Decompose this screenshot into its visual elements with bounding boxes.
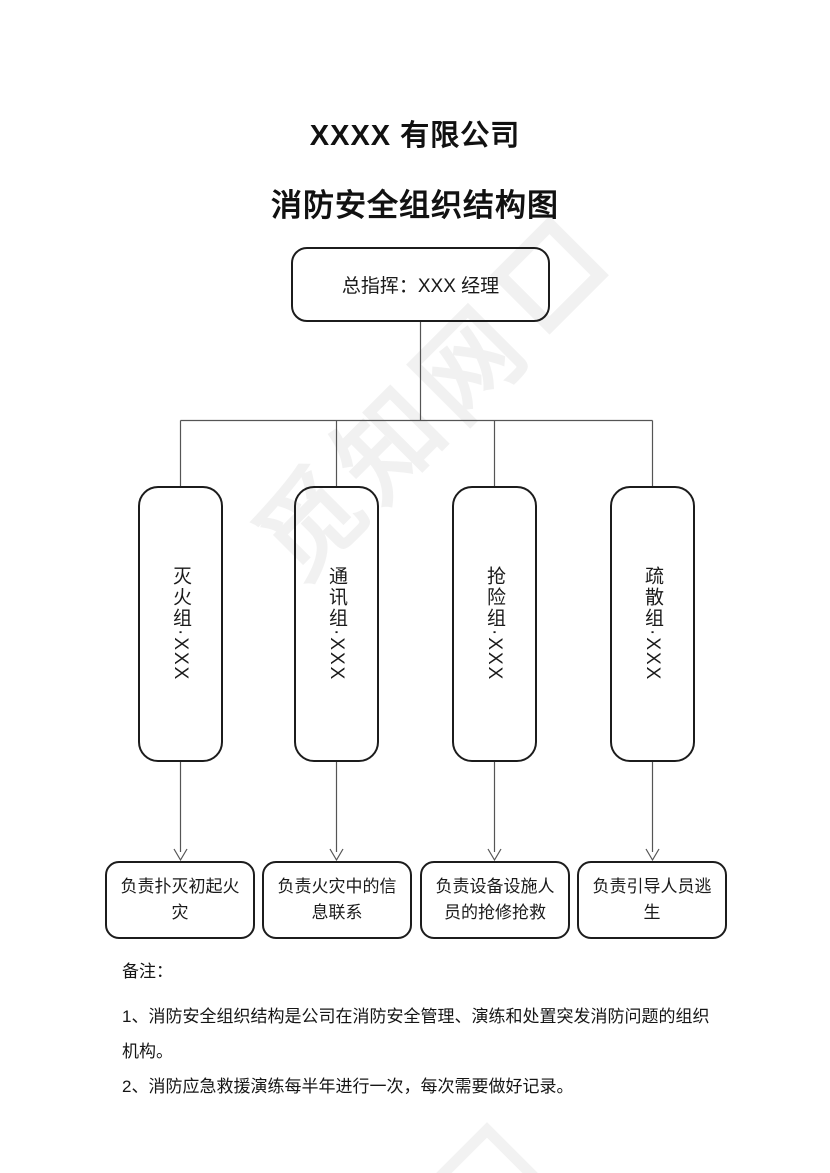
- arrowhead-3: [487, 848, 502, 862]
- arrowhead-4: [645, 848, 660, 862]
- team-box-shusan: 疏散组·XXX: [610, 486, 695, 762]
- duty-arrow-shafts: [179, 762, 654, 852]
- team-box-qiangxian: 抢险组·XXX: [452, 486, 537, 762]
- arrowhead-1: [173, 848, 188, 862]
- team-drop-lines: [179, 420, 654, 486]
- company-title: XXXX 有限公司: [309, 120, 521, 152]
- commander-label: 总指挥：XXX 经理: [341, 276, 500, 297]
- duty-text: 负责设备设施人员的抢修抢救: [435, 876, 555, 922]
- team-box-miehuo: 灭火组·XXX: [138, 486, 223, 762]
- duty-box-qiangxian: 负责设备设施人员的抢修抢救: [420, 861, 570, 939]
- duty-text: 负责扑灭初起火灾: [120, 876, 240, 922]
- notes-section: 备注： 1、消防安全组织结构是公司在消防安全管理、演练和处置突发消防问题的组织机…: [122, 957, 722, 1104]
- diagram-title: 消防安全组织结构图: [271, 188, 559, 223]
- commander-box: 总指挥：XXX 经理: [291, 247, 550, 322]
- note-item-2: 2、消防应急救援演练每半年进行一次，每次需要做好记录。: [122, 1077, 574, 1096]
- note-item-1: 1、消防安全组织结构是公司在消防安全管理、演练和处置突发消防问题的组织机构。: [122, 1007, 710, 1061]
- team-name: 灭火组·XXX: [170, 566, 191, 682]
- notes-label: 备注：: [122, 962, 173, 981]
- duty-box-miehuo: 负责扑灭初起火灾: [105, 861, 255, 939]
- duty-box-tongxun: 负责火灾中的信息联系: [262, 861, 412, 939]
- arrowhead-2: [329, 848, 344, 862]
- team-name: 通讯组·XXX: [326, 566, 347, 682]
- team-box-tongxun: 通讯组·XXX: [294, 486, 379, 762]
- team-name: 抢险组·XXX: [484, 566, 505, 682]
- duty-box-shusan: 负责引导人员逃生: [577, 861, 727, 939]
- duty-text: 负责火灾中的信息联系: [277, 876, 397, 922]
- watermark-bottom-diamond-icon: [361, 1122, 613, 1173]
- duty-text: 负责引导人员逃生: [592, 876, 712, 922]
- team-name: 疏散组·XXX: [642, 566, 663, 682]
